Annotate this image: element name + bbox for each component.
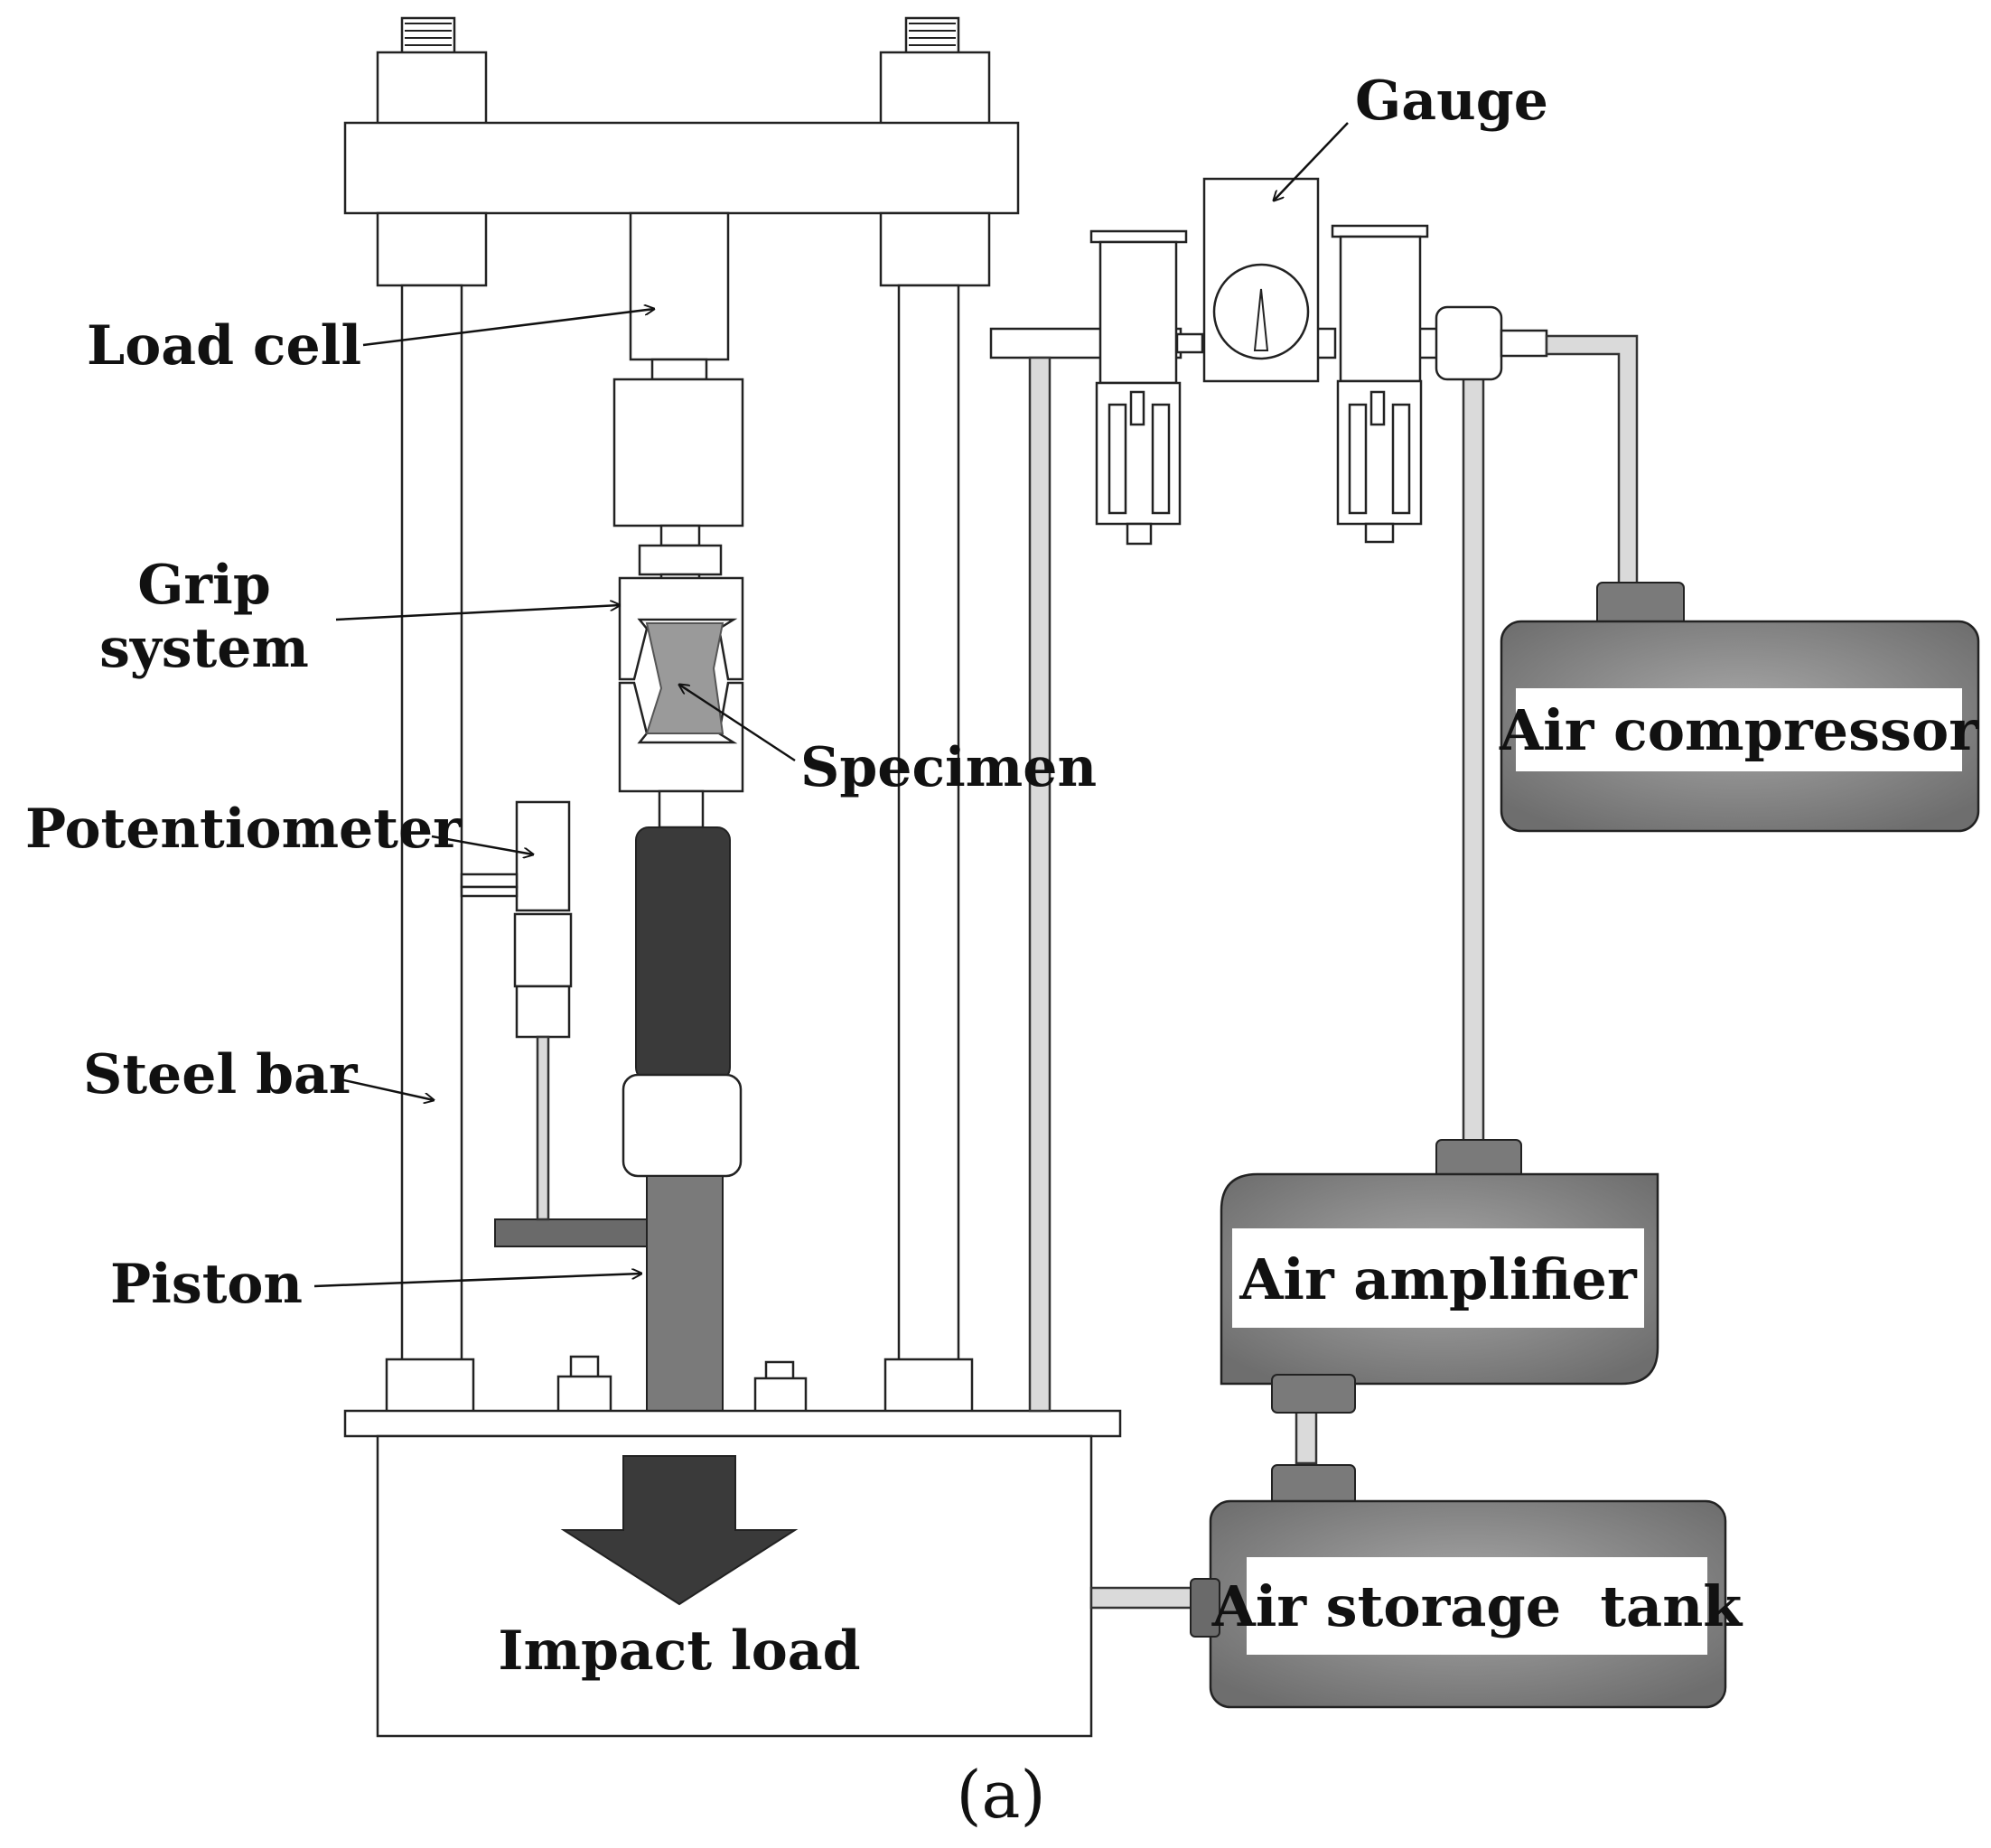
filter-regulator-unit: [1089, 224, 1429, 546]
callout-lines: [313, 122, 1349, 1288]
potentiometer-pointer: [431, 835, 533, 854]
potentiometer-device: [460, 800, 573, 1221]
specimen-pointer: [679, 685, 796, 762]
grip-system-pointer: [335, 605, 620, 621]
air-compressor: [1500, 582, 1980, 833]
gauge-label: Gauge: [1355, 70, 1548, 133]
load-cell-pointer: [362, 309, 654, 347]
specimen-shape: [645, 622, 724, 734]
air-storage-tank: [1190, 1464, 1727, 1709]
load-cell-label: Load cell: [87, 314, 361, 378]
impact-arrow: [560, 1455, 799, 1606]
piston-label: Piston: [110, 1253, 303, 1316]
air-compressor-label: Air compressor: [1499, 697, 1979, 763]
air-amplifier: [1220, 1139, 1659, 1414]
piston-assembly: [494, 826, 743, 1412]
pneumatic-lines: [989, 305, 1639, 1610]
steel-bar-label: Steel bar: [83, 1043, 359, 1106]
air-storage-tank-label: Air storage tank: [1211, 1573, 1743, 1639]
steel-bar-pointer: [335, 1077, 434, 1100]
top-crosshead: [343, 16, 1020, 287]
air-amplifier-label: Air amplifier: [1239, 1246, 1638, 1312]
grip-system-label-line2: system: [99, 617, 309, 680]
load-cell: [612, 211, 744, 596]
gauge-device: [1202, 177, 1320, 383]
figure-caption: (a): [956, 1757, 1045, 1833]
grip-system-label-line1: Grip: [137, 554, 271, 617]
piston-pointer: [313, 1274, 641, 1288]
gauge-pointer: [1274, 122, 1349, 201]
potentiometer-label: Potentiometer: [25, 798, 463, 861]
specimen-label: Specimen: [800, 736, 1097, 799]
base: [343, 1355, 1122, 1738]
impact-load-label: Impact load: [498, 1619, 860, 1683]
grip-system: [618, 576, 744, 829]
steel-bars: [385, 284, 974, 1414]
text-labels: Load cell Grip system Specimen Potentiom…: [25, 70, 1979, 1833]
